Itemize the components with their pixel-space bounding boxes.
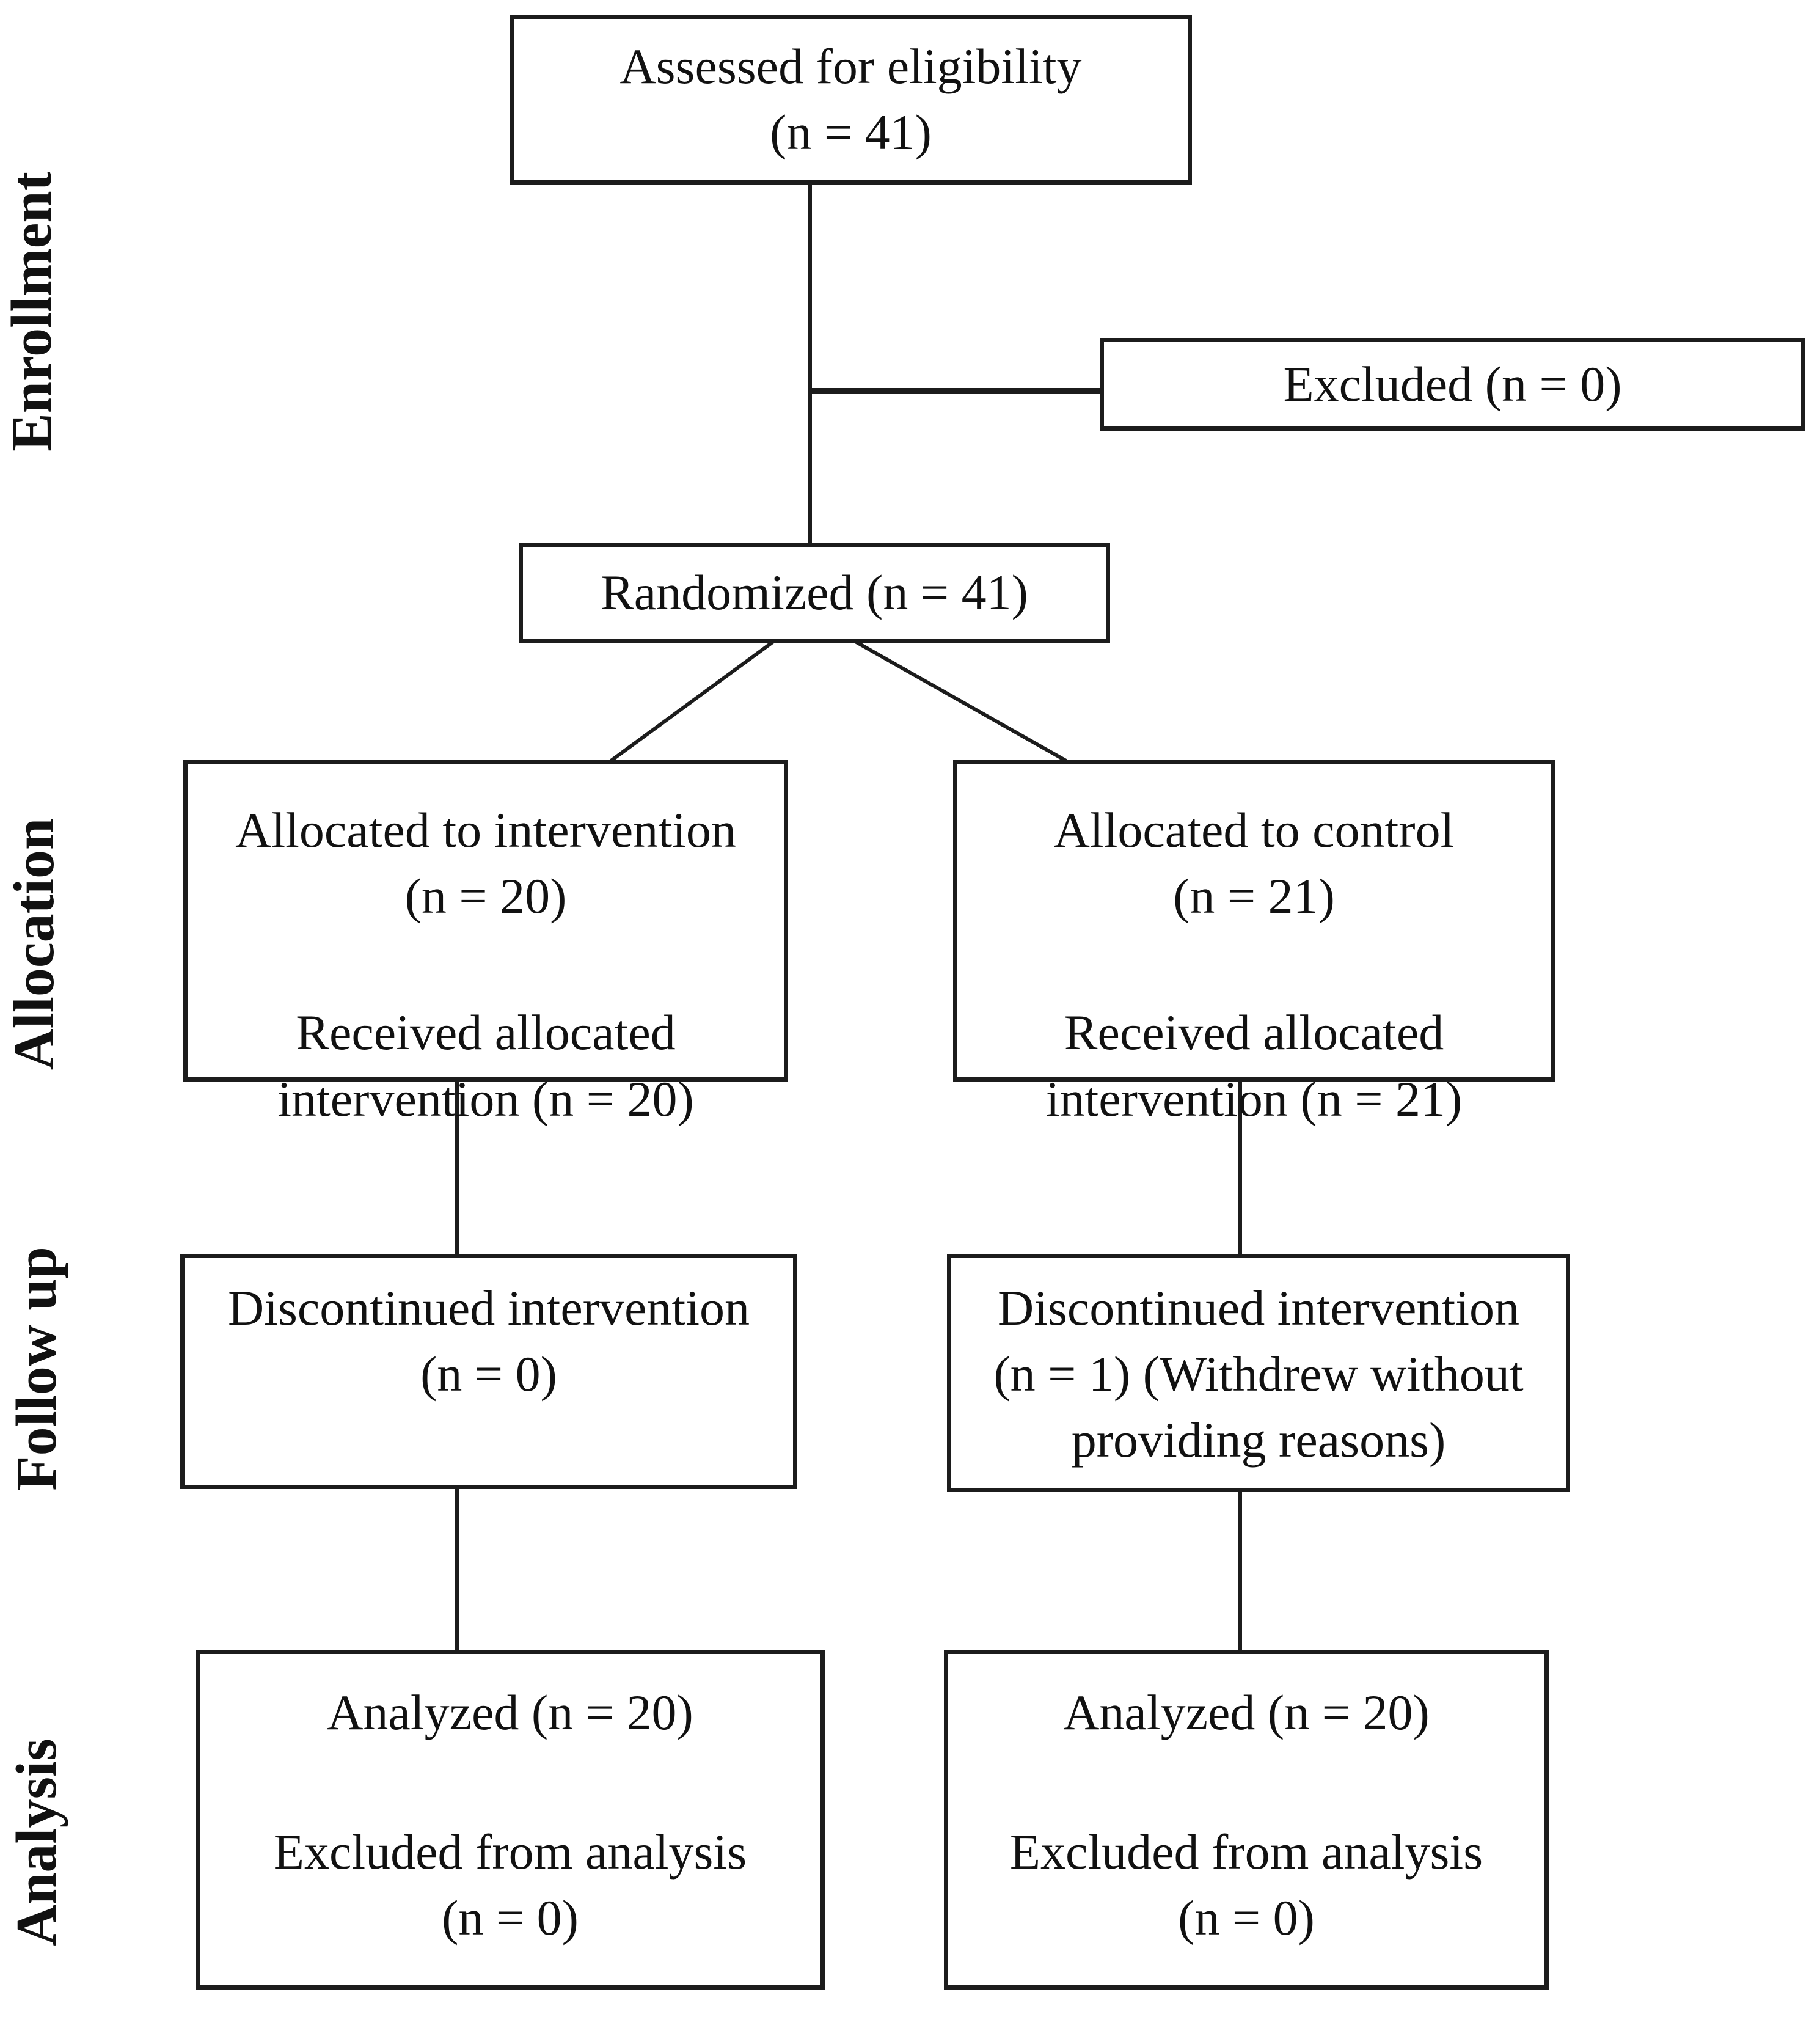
allocated-control-line2: (n = 21) bbox=[1173, 868, 1335, 924]
assessed-line1: Assessed for eligibility bbox=[619, 38, 1082, 94]
discontinued-intervention-line2: (n = 0) bbox=[420, 1346, 557, 1402]
allocated-control-box: Allocated to control (n = 21) Received a… bbox=[953, 760, 1555, 1127]
stage-label-allocation: Allocation bbox=[2, 818, 66, 1071]
discontinued-control-line2: (n = 1) (Withdrew without bbox=[993, 1346, 1524, 1402]
analyzed-intervention-line1: Analyzed (n = 20) bbox=[327, 1685, 693, 1740]
analyzed-control-box: Analyzed (n = 20) Excluded from analysis… bbox=[944, 1650, 1549, 1990]
analyzed-intervention-line2: Excluded from analysis bbox=[273, 1824, 747, 1880]
analyzed-intervention-box: Analyzed (n = 20) Excluded from analysis… bbox=[196, 1650, 825, 1990]
allocated-intervention-line3: Received allocated bbox=[296, 1005, 676, 1061]
excluded-line1: Excluded (n = 0) bbox=[1283, 356, 1622, 412]
assessed-line2: (n = 41) bbox=[770, 104, 932, 160]
discontinued-control-line1: Discontinued intervention bbox=[998, 1280, 1519, 1336]
stage-label-analysis: Analysis bbox=[5, 1738, 68, 1946]
stage-label-enrollment: Enrollment bbox=[0, 172, 64, 452]
assessed-for-eligibility-box: Assessed for eligibility (n = 41) bbox=[510, 15, 1192, 185]
discontinued-intervention-line1: Discontinued intervention bbox=[228, 1280, 750, 1336]
analyzed-control-line2: Excluded from analysis bbox=[1009, 1824, 1483, 1880]
excluded-box: Excluded (n = 0) bbox=[1100, 338, 1805, 431]
line-randomized-to-intervention bbox=[610, 640, 775, 763]
allocated-control-line1: Allocated to control bbox=[1053, 802, 1455, 858]
stage-label-follow-up: Follow up bbox=[5, 1246, 68, 1491]
analyzed-control-line1: Analyzed (n = 20) bbox=[1063, 1685, 1430, 1740]
allocated-intervention-line4: intervention (n = 20) bbox=[277, 1071, 694, 1127]
line-randomized-to-control bbox=[854, 640, 1067, 763]
allocated-intervention-line1: Allocated to intervention bbox=[235, 802, 736, 858]
allocated-intervention-line2: (n = 20) bbox=[404, 868, 567, 924]
allocated-intervention-box: Allocated to intervention (n = 20) Recei… bbox=[183, 760, 788, 1127]
discontinued-control-box: Discontinued intervention (n = 1) (Withd… bbox=[947, 1254, 1570, 1492]
analyzed-control-line3: (n = 0) bbox=[1178, 1890, 1315, 1946]
analyzed-intervention-line3: (n = 0) bbox=[442, 1890, 579, 1946]
randomized-box: Randomized (n = 41) bbox=[519, 543, 1110, 643]
randomized-line1: Randomized (n = 41) bbox=[601, 565, 1028, 621]
discontinued-intervention-box: Discontinued intervention (n = 0) bbox=[180, 1254, 797, 1489]
discontinued-control-line3: providing reasons) bbox=[1071, 1412, 1446, 1468]
allocated-control-line4: intervention (n = 21) bbox=[1045, 1071, 1463, 1127]
allocated-control-line3: Received allocated bbox=[1064, 1005, 1444, 1061]
